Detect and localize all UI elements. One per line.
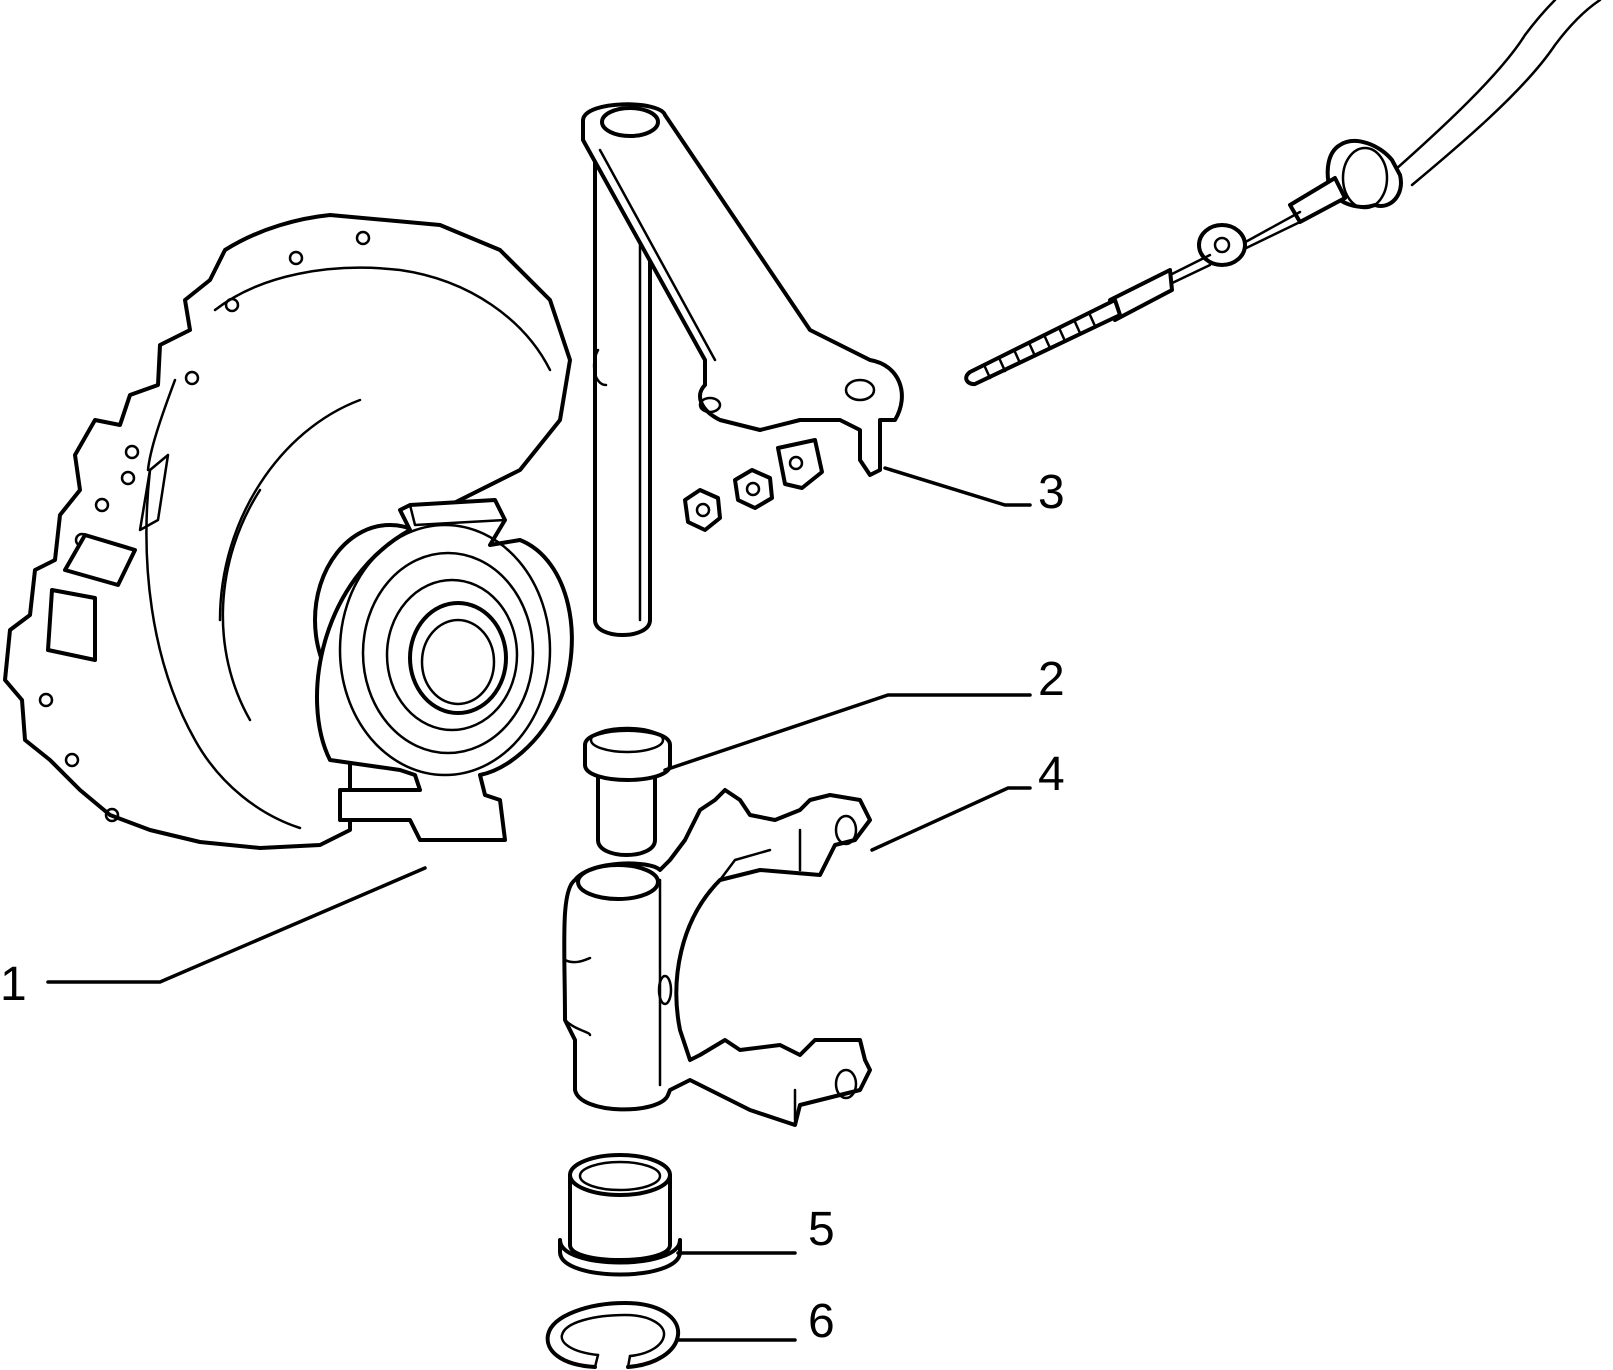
clutch-pressure-plate	[3, 213, 572, 850]
callout-number-2: 2	[1038, 653, 1065, 706]
release-lever-shaft	[581, 102, 904, 637]
callout-number-3: 3	[1038, 466, 1065, 519]
upper-bushing	[583, 726, 672, 857]
callout-numbers: 1 2 3 4 5 6	[0, 466, 1065, 1348]
callout-number-4: 4	[1038, 748, 1065, 801]
clutch-cable	[964, 0, 1602, 387]
circlip	[545, 1301, 681, 1369]
callout-number-6: 6	[808, 1295, 835, 1348]
lower-bushing	[558, 1153, 682, 1277]
callout-number-1: 1	[0, 958, 27, 1011]
leader-3	[883, 466, 1032, 507]
leader-lines	[46, 466, 1032, 1342]
leader-2	[663, 693, 1032, 772]
leader-1	[46, 866, 427, 984]
release-bearing	[313, 498, 574, 842]
leader-4	[870, 786, 1032, 852]
fastener-nuts	[683, 438, 824, 532]
release-fork	[562, 788, 872, 1127]
callout-number-5: 5	[808, 1203, 835, 1256]
